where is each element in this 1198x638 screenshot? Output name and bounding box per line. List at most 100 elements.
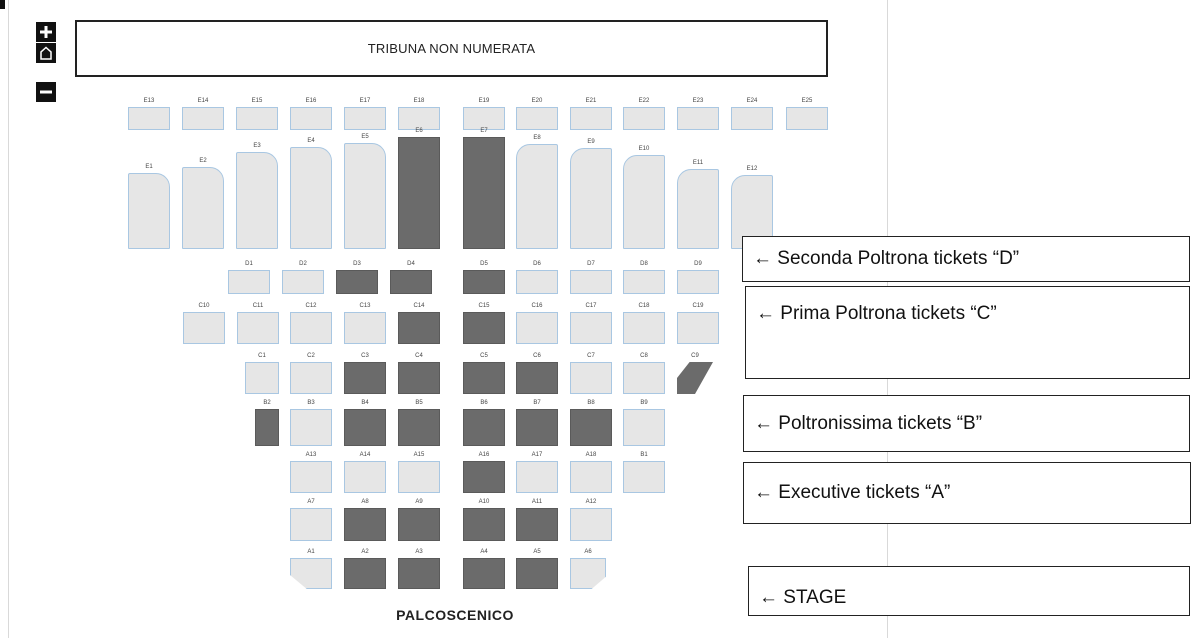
seat-b3[interactable] (290, 409, 332, 446)
seat-e24[interactable] (731, 107, 773, 130)
seat-label-d9: D9 (694, 261, 702, 267)
seat-a4[interactable] (463, 558, 505, 589)
seat-e8[interactable] (516, 144, 558, 249)
seat-e11[interactable] (677, 169, 719, 249)
seat-e9[interactable] (570, 148, 612, 249)
seat-e25[interactable] (786, 107, 828, 130)
seat-label-a3: A3 (415, 549, 423, 555)
seat-e14[interactable] (182, 107, 224, 130)
seat-d9[interactable] (677, 270, 719, 294)
seat-label-d1: D1 (245, 261, 253, 267)
seat-c7[interactable] (570, 362, 612, 394)
seat-b8[interactable] (570, 409, 612, 446)
seat-e18[interactable] (398, 107, 440, 130)
seat-c15[interactable] (463, 312, 505, 344)
seat-c18[interactable] (623, 312, 665, 344)
seat-label-e25: E25 (801, 98, 813, 104)
seat-e10[interactable] (623, 155, 665, 249)
seat-label-a12: A12 (585, 499, 597, 505)
seat-b5[interactable] (398, 409, 440, 446)
seat-e7[interactable] (463, 137, 505, 249)
seat-c13[interactable] (344, 312, 386, 344)
seat-b9[interactable] (623, 409, 665, 446)
seat-label-e1: E1 (145, 164, 153, 170)
seat-e4[interactable] (290, 147, 332, 249)
seat-a8[interactable] (344, 508, 386, 541)
home-button[interactable] (36, 43, 56, 63)
seat-e23[interactable] (677, 107, 719, 130)
seat-a6[interactable] (570, 558, 606, 589)
seat-label-e13: E13 (143, 98, 155, 104)
seat-c2[interactable] (290, 362, 332, 394)
seat-a15[interactable] (398, 461, 440, 493)
seat-a3[interactable] (398, 558, 440, 589)
seat-e22[interactable] (623, 107, 665, 130)
zoom-in-button[interactable] (36, 22, 56, 42)
seat-d3[interactable] (336, 270, 378, 294)
seat-e6[interactable] (398, 137, 440, 249)
seat-label-c10: C10 (198, 303, 210, 309)
seat-label-c12: C12 (305, 303, 317, 309)
seat-e15[interactable] (236, 107, 278, 130)
seat-e21[interactable] (570, 107, 612, 130)
seat-label-c6: C6 (533, 353, 541, 359)
seat-c4[interactable] (398, 362, 440, 394)
seat-a17[interactable] (516, 461, 558, 493)
seat-label-e15: E15 (251, 98, 263, 104)
seat-d4[interactable] (390, 270, 432, 294)
seat-c8[interactable] (623, 362, 665, 394)
seat-label-a17: A17 (531, 452, 543, 458)
legend-stage: ← STAGE (748, 566, 1190, 616)
seat-label-e6: E6 (415, 128, 423, 134)
seat-c1[interactable] (245, 362, 279, 394)
seat-e19[interactable] (463, 107, 505, 130)
seat-a11[interactable] (516, 508, 558, 541)
seat-a13[interactable] (290, 461, 332, 493)
seat-a2[interactable] (344, 558, 386, 589)
seat-e16[interactable] (290, 107, 332, 130)
tribuna-section[interactable]: TRIBUNA NON NUMERATA (75, 20, 828, 77)
seat-e1[interactable] (128, 173, 170, 249)
seat-c19[interactable] (677, 312, 719, 344)
seat-c12[interactable] (290, 312, 332, 344)
seat-e2[interactable] (182, 167, 224, 249)
seat-e3[interactable] (236, 152, 278, 249)
seat-c14[interactable] (398, 312, 440, 344)
seat-a18[interactable] (570, 461, 612, 493)
zoom-out-button[interactable] (36, 82, 56, 102)
seat-c16[interactable] (516, 312, 558, 344)
seat-label-c18: C18 (638, 303, 650, 309)
seat-e17[interactable] (344, 107, 386, 130)
seat-b2[interactable] (255, 409, 279, 446)
seat-a16[interactable] (463, 461, 505, 493)
seat-d8[interactable] (623, 270, 665, 294)
seat-d7[interactable] (570, 270, 612, 294)
seat-a10[interactable] (463, 508, 505, 541)
seat-c10[interactable] (183, 312, 225, 344)
seat-c6[interactable] (516, 362, 558, 394)
seat-d6[interactable] (516, 270, 558, 294)
seat-c11[interactable] (237, 312, 279, 344)
seat-label-a18: A18 (585, 452, 597, 458)
seat-a14[interactable] (344, 461, 386, 493)
seat-a12[interactable] (570, 508, 612, 541)
seat-a5[interactable] (516, 558, 558, 589)
seat-c3[interactable] (344, 362, 386, 394)
seat-d2[interactable] (282, 270, 324, 294)
seat-b4[interactable] (344, 409, 386, 446)
seat-label-e10: E10 (638, 146, 650, 152)
seat-e5[interactable] (344, 143, 386, 249)
seat-a7[interactable] (290, 508, 332, 541)
seat-d1[interactable] (228, 270, 270, 294)
seat-c17[interactable] (570, 312, 612, 344)
seat-b6[interactable] (463, 409, 505, 446)
seat-b7[interactable] (516, 409, 558, 446)
seat-b1[interactable] (623, 461, 665, 493)
seat-e20[interactable] (516, 107, 558, 130)
seat-d5[interactable] (463, 270, 505, 294)
seat-label-c2: C2 (307, 353, 315, 359)
seat-c5[interactable] (463, 362, 505, 394)
seat-a9[interactable] (398, 508, 440, 541)
seat-e13[interactable] (128, 107, 170, 130)
seat-c9[interactable] (677, 362, 713, 394)
